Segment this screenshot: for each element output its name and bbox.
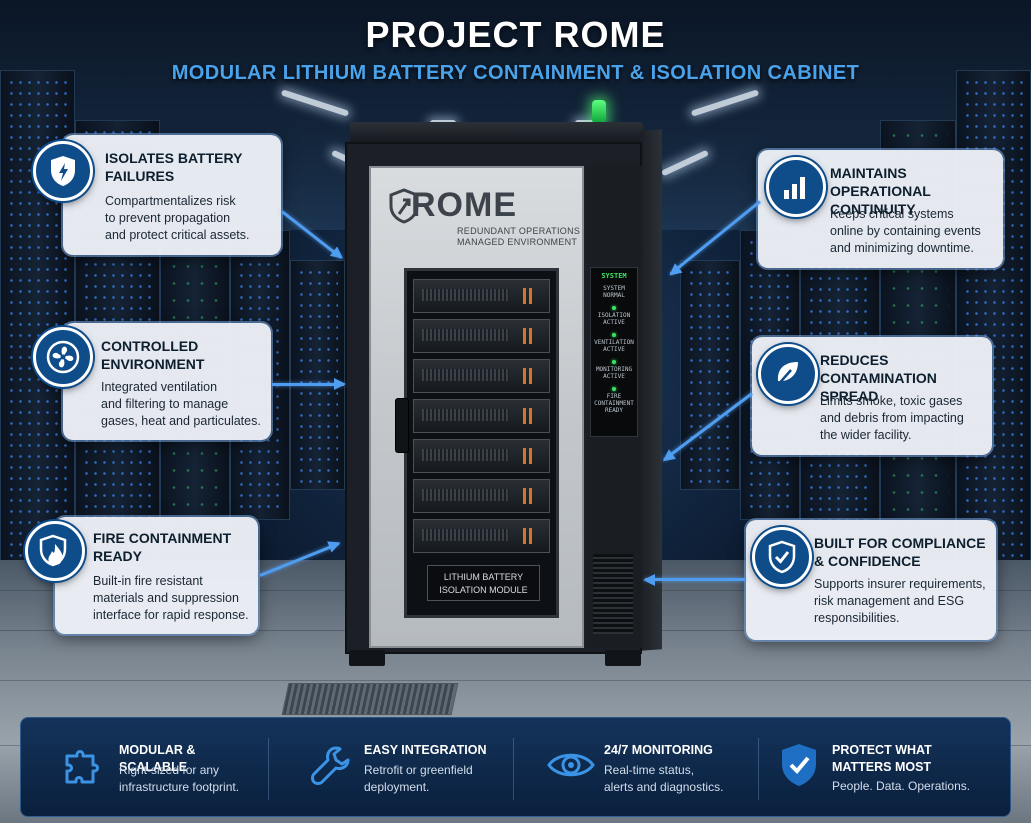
card-description: Built-in fire resistant materials and su… [93,574,249,622]
cabinet-brand-tagline: REDUNDANT OPERATIONS MANAGED ENVIRONMENT [457,226,581,247]
battery-module [413,479,550,513]
card-title: MAINTAINS OPERATIONAL CONTINUITY [830,165,931,217]
eye-icon [547,753,595,777]
feature-card-fire-containment-ready: FIRE CONTAINMENT READY Built-in fire res… [55,517,258,634]
pointer-arrow [645,578,745,581]
cabinet-body: ROME REDUNDANT OPERATIONS MANAGED ENVIRO… [345,142,642,654]
card-description: Compartmentalizes risk to prevent propag… [105,194,250,242]
page-subtitle: MODULAR LITHIUM BATTERY CONTAINMENT & IS… [171,62,860,84]
cabinet-top [350,122,643,144]
benefits-bar: MODULAR & SCALABLE Right-sized for any i… [20,717,1011,817]
card-description: Limits smoke, toxic gases and debris fro… [820,394,964,442]
benefit-protect-what-matters: PROTECT WHAT MATTERS MOST People. Data. … [734,718,979,818]
benefit-description: People. Data. Operations. [832,779,971,793]
page-title: PROJECT ROME [365,14,666,55]
divider [513,738,514,800]
battery-module [413,519,550,553]
card-title: REDUCES CONTAMINATION SPREAD [820,352,937,404]
cabinet-foot [605,650,641,666]
floor-vent-grate [281,683,459,715]
module-label-plate: LITHIUM BATTERY ISOLATION MODULE [427,565,540,601]
feature-card-built-for-compliance: BUILT FOR COMPLIANCE & CONFIDENCE Suppor… [746,520,996,640]
cabinet-window: LITHIUM BATTERY ISOLATION MODULE [404,268,559,618]
status-isolation-active: ISOLATION ACTIVE [594,306,634,326]
rome-shield-logo-icon [389,188,419,224]
status-system-normal: SYSTEM NORMAL [603,285,625,299]
card-title: CONTROLLED ENVIRONMENT [101,338,205,372]
battery-module [413,319,550,353]
benefit-title: PROTECT WHAT MATTERS MOST [832,743,932,774]
pointer-arrow [272,378,346,390]
battery-module [413,279,550,313]
card-title: FIRE CONTAINMENT READY [93,530,232,564]
cabinet-side [640,129,662,651]
benefit-title: 24/7 MONITORING [604,743,713,757]
card-title: BUILT FOR COMPLIANCE & CONFIDENCE [814,535,986,569]
battery-module [413,359,550,393]
feature-card-isolates-battery-failures: ISOLATES BATTERY FAILURES Compartmentali… [63,135,281,255]
fire-shield-icon [25,521,85,581]
cabinet-vent [593,554,633,634]
shield-check-icon [782,744,816,786]
cabinet-door[interactable]: ROME REDUNDANT OPERATIONS MANAGED ENVIRO… [369,166,584,648]
status-monitoring-active: MONITORING ACTIVE [594,360,634,380]
wrench-icon [311,746,350,785]
system-status-display: SYSTEM SYSTEM NORMAL ISOLATION ACTIVE VE… [590,267,638,437]
cabinet-foot [349,650,385,666]
status-ventilation-active: VENTILATION ACTIVE [594,333,634,353]
benefit-description: Right-sized for any infrastructure footp… [119,763,240,794]
card-description: Keeps critical systems online by contain… [830,207,981,255]
leaf-icon [758,344,818,404]
card-description: Integrated ventilation and filtering to … [101,380,261,428]
benefit-24-7-monitoring: 24/7 MONITORING Real-time status, alerts… [506,718,751,818]
shield-check-icon [752,527,812,587]
benefit-description: Retrofit or greenfield deployment. [364,763,473,794]
battery-module [413,399,550,433]
divider [758,738,759,800]
card-title: ISOLATES BATTERY FAILURES [105,150,243,184]
divider [268,738,269,800]
shield-bolt-icon [33,141,93,201]
benefit-title: EASY INTEGRATION [364,743,487,757]
benefit-title: MODULAR & SCALABLE [119,743,196,774]
status-fire-containment-ready: FIRE CONTAINMENT READY [594,387,634,414]
bar-chart-icon [766,157,826,217]
status-beacon-light [592,100,606,122]
benefit-modular-scalable: MODULAR & SCALABLE Right-sized for any i… [21,718,266,818]
battery-cabinet: ROME REDUNDANT OPERATIONS MANAGED ENVIRO… [345,100,663,667]
feature-card-controlled-environment: CONTROLLED ENVIRONMENT Integrated ventil… [63,323,271,440]
battery-module [413,439,550,473]
door-handle[interactable] [395,398,409,453]
card-description: Supports insurer requirements, risk mana… [814,577,986,625]
benefit-description: Real-time status, alerts and diagnostics… [604,763,724,794]
fan-icon [33,327,93,387]
puzzle-icon [65,750,99,784]
cabinet-brand-name: ROME [411,186,517,224]
benefit-easy-integration: EASY INTEGRATION Retrofit or greenfield … [266,718,511,818]
